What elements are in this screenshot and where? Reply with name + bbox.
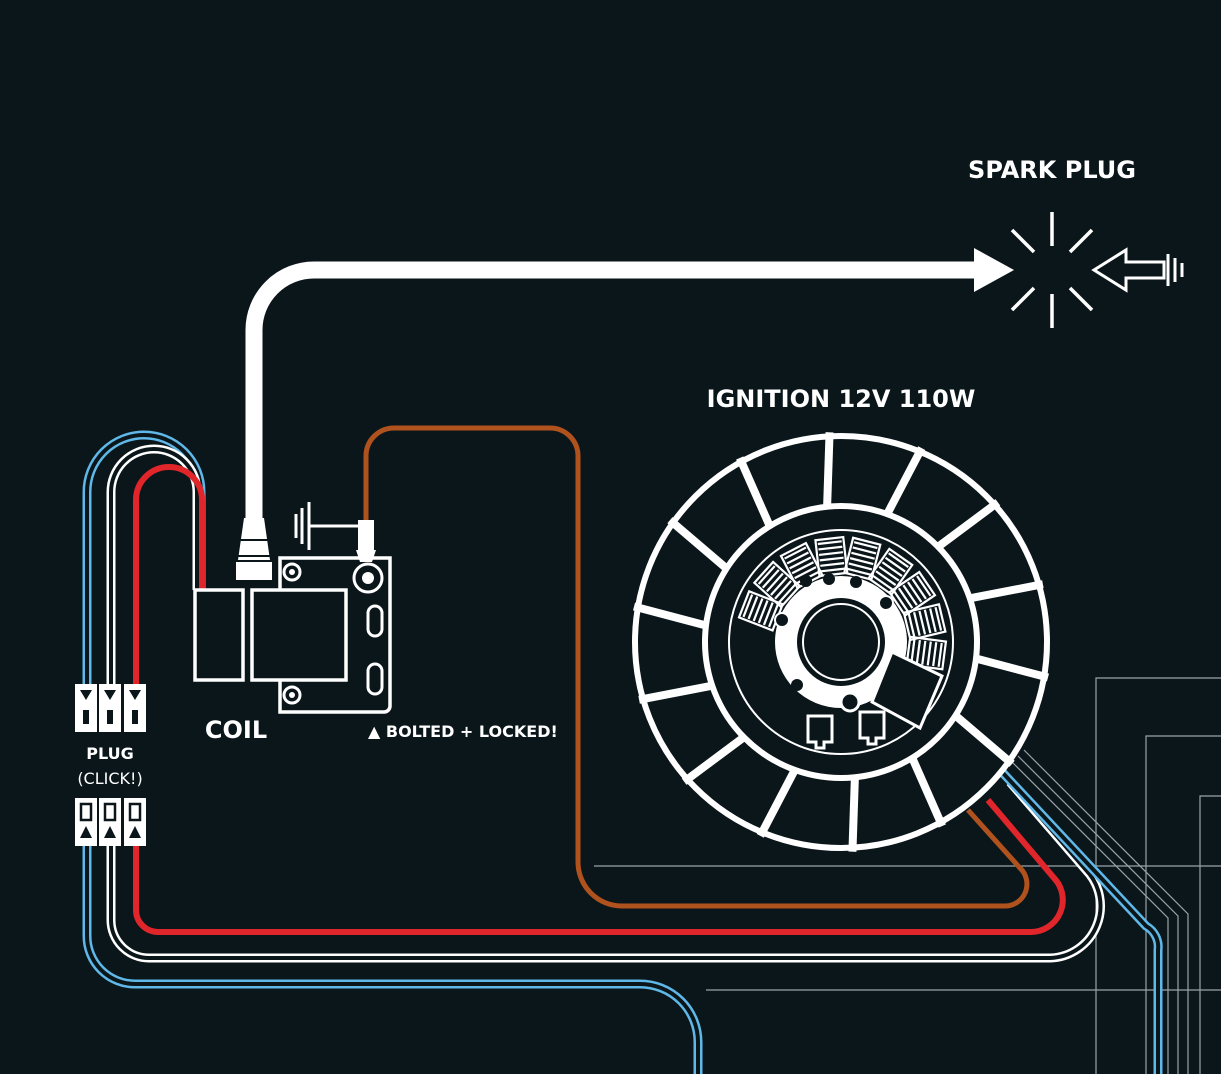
blue-wire-loop-core bbox=[85, 433, 203, 688]
red-wire-loop bbox=[133, 464, 205, 688]
ground-arrow-icon bbox=[1091, 247, 1184, 293]
connector-icon-bottom bbox=[75, 798, 146, 846]
spark-icon bbox=[1010, 212, 1094, 328]
stator-coil bbox=[905, 635, 948, 671]
white-wire-loop bbox=[106, 444, 202, 688]
rotor-slot bbox=[633, 602, 709, 630]
rotor-slot bbox=[973, 654, 1049, 682]
coil-icon bbox=[193, 518, 392, 714]
stator-coil bbox=[887, 570, 937, 617]
rotor-slot bbox=[951, 711, 1015, 767]
stator-coil bbox=[814, 535, 849, 578]
rotor-slot bbox=[667, 517, 731, 573]
spark-plug-label: SPARK PLUG bbox=[968, 156, 1136, 184]
rotor-slot bbox=[907, 754, 946, 828]
blue-stator-lead-core bbox=[1000, 770, 1161, 1074]
plug-label: PLUG bbox=[86, 744, 133, 763]
rotor-slot bbox=[756, 766, 800, 838]
brown-wire bbox=[363, 425, 1030, 909]
rotor-slot bbox=[848, 775, 859, 852]
background-lines bbox=[594, 677, 1221, 1074]
blue-wire-bottom-core bbox=[85, 842, 700, 1074]
stator-coil bbox=[779, 541, 824, 590]
stator-icon bbox=[632, 432, 1050, 852]
bolted-label: ▲ BOLTED + LOCKED! bbox=[368, 722, 558, 741]
white-wire-bottom-core bbox=[109, 780, 1103, 960]
red-wire-bottom bbox=[133, 798, 1066, 936]
stator-coil bbox=[842, 536, 882, 581]
white-wire-loop-core bbox=[109, 447, 199, 688]
ht-lead bbox=[245, 261, 978, 520]
coil-label: COIL bbox=[205, 716, 267, 744]
stator-coil bbox=[867, 547, 914, 596]
arrow-icon bbox=[974, 248, 1014, 292]
stator-coil bbox=[902, 603, 947, 642]
click-label: (CLICK!) bbox=[77, 769, 142, 788]
connector-icon-top bbox=[75, 684, 146, 732]
stator-coil bbox=[752, 560, 802, 609]
rotor-slot bbox=[736, 456, 775, 530]
ignition-label: IGNITION 12V 110W bbox=[707, 385, 976, 413]
ground-icon bbox=[294, 502, 358, 550]
rotor-slot bbox=[638, 681, 715, 704]
rotor-slot bbox=[882, 446, 926, 518]
rotor-slot bbox=[823, 432, 834, 509]
rotor-slot bbox=[934, 499, 1001, 552]
rotor-slot bbox=[967, 580, 1044, 603]
rotor-slot bbox=[681, 732, 748, 785]
